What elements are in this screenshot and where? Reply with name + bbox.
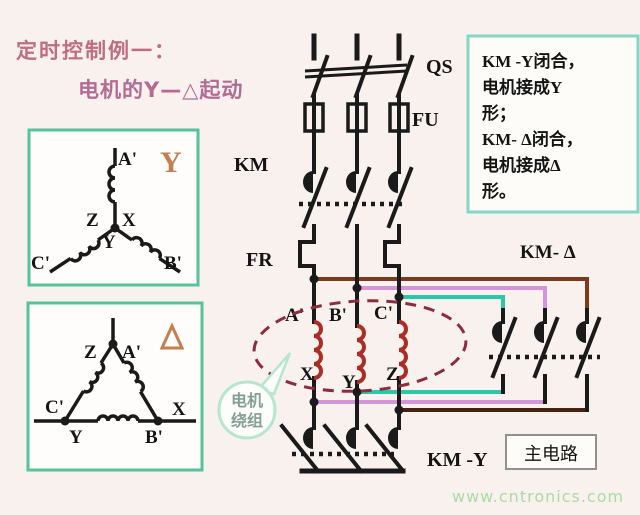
tag-text: 主电路: [524, 444, 578, 464]
delta-right-coil: [123, 360, 145, 394]
km-delta-label: KM- Δ: [520, 242, 576, 263]
winding-coil-3: [398, 320, 408, 380]
delta-box-border: [26, 301, 204, 472]
note-line-4: KM- Δ闭合，: [482, 129, 583, 149]
title-block: 定时控制例一： 电机的Y—△起动: [16, 39, 243, 102]
fr-label: FR: [246, 249, 273, 271]
qs-link-bar: [304, 63, 408, 79]
note-line-2: 电机接成Y: [482, 77, 562, 97]
km-y-blades: [279, 423, 406, 474]
star-label-z: Z: [86, 210, 99, 231]
star-label-y: Y: [102, 232, 116, 253]
qs-switch: QS: [304, 33, 453, 99]
winding-label-x: X: [300, 364, 314, 385]
note-line-6: 形。: [482, 181, 516, 201]
fuse-2: [346, 102, 368, 133]
brown-wire-top: [314, 277, 589, 312]
star-symbol: Y: [160, 146, 182, 179]
km-label: KM: [234, 154, 269, 176]
winding-coil-1: [313, 320, 323, 380]
km-blades: [301, 166, 414, 229]
star-winding-box: A' Y Z X Y C' B': [27, 128, 200, 287]
page-subtitle: 电机的Y—△起动: [78, 78, 243, 102]
delta-label-y: Y: [69, 427, 83, 448]
delta-bottom-coil: [96, 414, 140, 422]
pink-wire-top: [357, 286, 547, 312]
star-right-coil: [130, 235, 163, 260]
delta-label-b: B': [145, 427, 163, 448]
teal-wire-top: [399, 295, 505, 312]
watermark: www.cntronics.com: [452, 487, 624, 506]
tag-border: [505, 434, 597, 470]
winding-coil-2: [356, 324, 366, 384]
delta-label-z: Z: [84, 342, 97, 363]
fr-heater-3: [383, 224, 401, 299]
delta-label-a: A': [122, 342, 141, 363]
winding-ellipse: [252, 299, 468, 393]
delta-symbol: [159, 322, 185, 350]
star-top-coil: [107, 164, 116, 204]
winding-label-z: Z: [386, 364, 399, 385]
qs-label: QS: [426, 56, 453, 78]
callout-bubble: [217, 380, 277, 440]
star-left-coil: [69, 239, 101, 263]
km-y-label: KM -Y: [427, 449, 488, 471]
km-y-contacts: KM -Y: [279, 390, 488, 474]
km-main-contactor: KM: [234, 154, 414, 229]
delta-label-x: X: [172, 399, 186, 420]
delta-wiring: [314, 277, 589, 412]
winding-label-b: B': [329, 305, 347, 326]
motor-windings: A' B' C' X Y Z: [252, 274, 468, 430]
star-label-top: A': [118, 149, 137, 170]
fu-label: FU: [412, 109, 439, 131]
star-label-b: B': [164, 253, 182, 274]
page-title: 定时控制例一：: [16, 39, 177, 63]
star-label-c: C': [31, 253, 50, 274]
fuse-1: [303, 102, 325, 133]
delta-winding-box: Z A' C' X Y B': [26, 301, 204, 472]
winding-label-a: A': [285, 305, 304, 326]
km-delta-blades: [490, 316, 602, 379]
callout-line1: 电机: [231, 391, 263, 410]
star-center-node: [110, 223, 120, 233]
note-box: KM -Y闭合， 电机接成Y 形； KM- Δ闭合， 电机接成Δ 形。: [466, 34, 640, 214]
note-box-border: [466, 34, 640, 214]
delta-left-coil: [82, 361, 106, 394]
star-label-x: X: [122, 210, 136, 231]
note-line-1: KM -Y闭合，: [482, 51, 584, 71]
winding-label-y: Y: [342, 372, 356, 393]
winding-callout: 电机 绕组: [217, 352, 292, 440]
note-line-3: 形；: [482, 103, 516, 123]
winding-label-c: C': [374, 303, 393, 324]
km-delta-contacts: KM- Δ: [489, 242, 602, 412]
fuse-3: [388, 102, 410, 133]
fu-fuses: FU: [303, 94, 439, 174]
delta-label-c: C': [45, 397, 64, 418]
fr-relay: FR: [246, 224, 401, 299]
note-line-5: 电机接成Δ: [482, 155, 561, 175]
callout-line2: 绕组: [231, 411, 263, 430]
main-circuit-tag: 主电路: [505, 434, 597, 470]
fr-heater-1: [298, 224, 316, 281]
